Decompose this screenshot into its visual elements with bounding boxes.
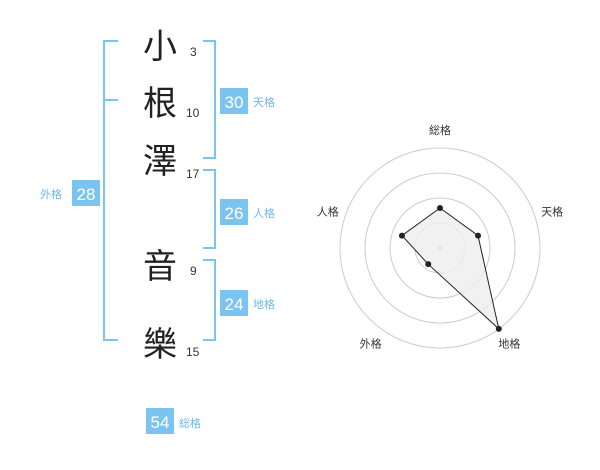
name-char-2: 根 (143, 84, 177, 124)
stroke-count-1: 3 (190, 45, 197, 59)
radar-axis-label-5: 人格 (317, 205, 339, 219)
radar-ring-2 (389, 197, 491, 299)
jinkaku-badge: 26 人格 (220, 199, 275, 225)
radar-ring-3 (364, 172, 516, 324)
stroke-count-3: 17 (186, 167, 200, 181)
radar-axis-label-4: 外格 (360, 337, 382, 351)
gaikaku-label: 外格 (40, 187, 62, 201)
jinkaku-label: 人格 (253, 206, 275, 220)
radar-point-1 (437, 205, 443, 211)
jinkaku-bracket (203, 169, 216, 249)
tenkaku-bracket (203, 40, 216, 159)
stroke-count-5: 15 (186, 345, 200, 359)
name-char-1: 小 (143, 27, 177, 67)
tenkaku-badge: 30 天格 (220, 88, 275, 114)
gaikaku-value: 28 (77, 185, 96, 204)
chikaku-bracket (203, 259, 216, 341)
jinkaku-value: 26 (225, 204, 244, 223)
chikaku-value: 24 (225, 295, 244, 314)
radar-point-5 (398, 232, 405, 239)
soukaku-badge: 54 総格 (146, 408, 201, 434)
stroke-count-2: 10 (186, 106, 200, 120)
radar-value-polygon (401, 207, 500, 331)
radar-axis-label-1: 総格 (429, 123, 451, 137)
tenkaku-label: 天格 (253, 95, 275, 109)
gaikaku-bracket (103, 40, 118, 341)
soukaku-value: 54 (151, 413, 170, 432)
radar-axis-label-2: 天格 (541, 205, 563, 219)
gaikaku-badge: 外格 28 (40, 180, 100, 206)
soukaku-label: 総格 (179, 416, 201, 430)
name-char-3: 澤 (143, 142, 177, 182)
tenkaku-value: 30 (225, 93, 244, 112)
name-char-5: 樂 (143, 325, 177, 365)
chikaku-badge: 24 地格 (220, 290, 275, 316)
chikaku-label: 地格 (253, 297, 275, 311)
stroke-count-4: 9 (190, 264, 197, 278)
radar-point-3 (495, 325, 502, 332)
name-char-4: 音 (143, 247, 177, 287)
radar-axis-label-3: 地格 (498, 337, 520, 351)
radar-point-2 (475, 232, 482, 239)
radar-point-4 (425, 261, 432, 268)
radar-ring-4 (339, 147, 541, 349)
